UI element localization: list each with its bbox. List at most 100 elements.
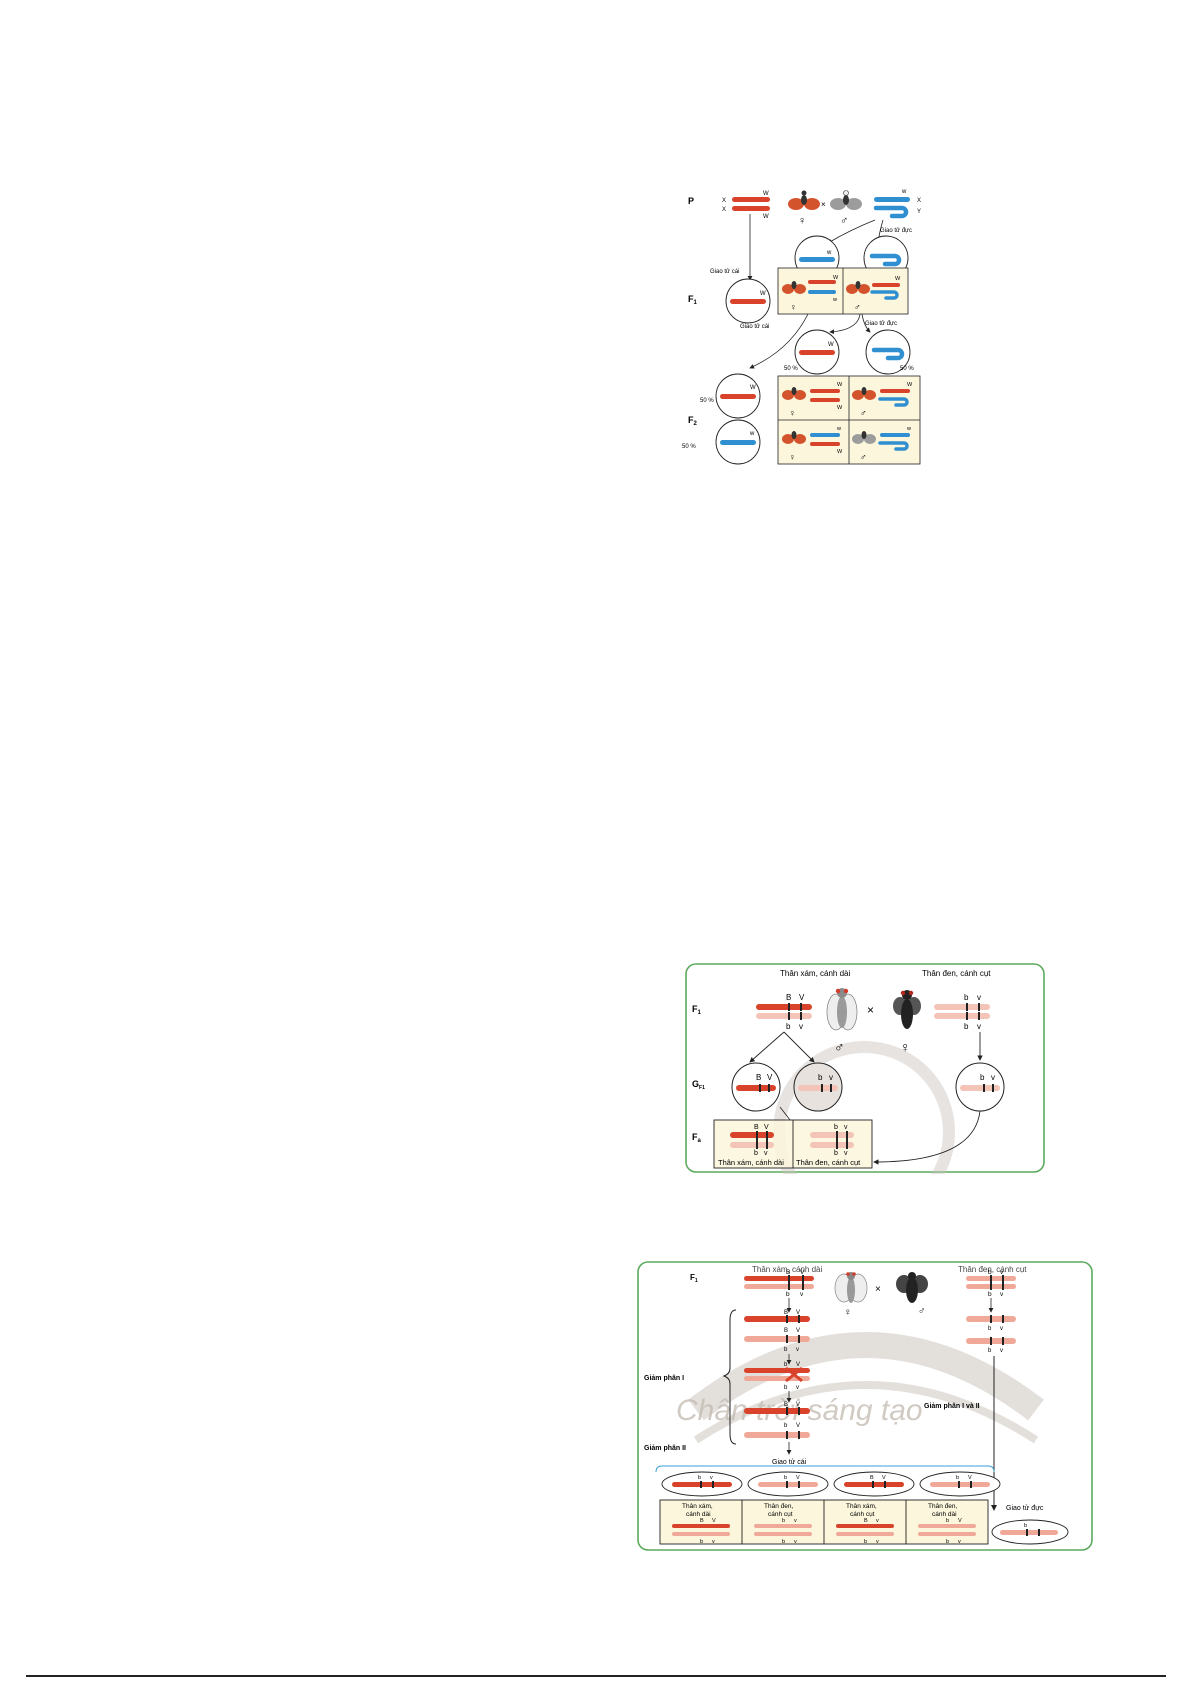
meiosis-bracket <box>722 1309 737 1445</box>
female-symbol: ♀ <box>798 215 806 227</box>
allele-label: v <box>991 1073 995 1082</box>
allele-label: W <box>763 191 769 197</box>
fly-black-short-wing-icon <box>896 1272 928 1303</box>
allele-label: b <box>988 1348 992 1354</box>
fa-offspring-panel: B V b v Thân xám, cánh dài b v b v Thân … <box>713 1119 873 1169</box>
allele-label: v <box>764 1150 768 1157</box>
allele-label: B <box>786 993 791 1002</box>
female-symbol: ♀ <box>900 1039 911 1055</box>
meiosis-1-2-label: Giảm phân I và II <box>924 1403 980 1410</box>
percent-label: 50 % <box>900 366 914 372</box>
chromosome-x-red <box>732 197 770 202</box>
allele-label: B <box>864 1518 868 1524</box>
allele-label: b <box>964 1022 969 1031</box>
female-gametes-row: b v b V B V b V <box>661 1471 1001 1497</box>
allele-label: b <box>956 1475 959 1481</box>
female-symbol: ♀ <box>844 1307 852 1318</box>
allele-label: v <box>796 1385 799 1391</box>
allele-label: b <box>1024 1523 1027 1529</box>
phenotype-label: Thân xám, cánh dài <box>718 1158 784 1167</box>
allele-label: W <box>895 276 901 282</box>
allele-label: W <box>828 342 834 348</box>
phenotype-label: cánh cụt <box>850 1511 875 1518</box>
allele-label: v <box>799 1022 803 1031</box>
chromosome-pair-bv-bv <box>934 1003 990 1020</box>
allele-label: b <box>784 1423 788 1429</box>
allele-label: b <box>980 1073 985 1082</box>
f2-offspring-panel: ♀ W W ♂ W ♀ w W ♂ w <box>777 375 921 465</box>
parent-phenotype-right: Thân đen, cánh cụt <box>922 969 991 978</box>
allele-label: B <box>784 1310 788 1316</box>
allele-label: v <box>1000 1348 1003 1354</box>
allele-label: b <box>784 1347 788 1353</box>
chromosome-x-blue <box>874 197 910 202</box>
male-symbol: ♂ <box>860 452 867 462</box>
gamete-male-label: Giao tử đực <box>880 227 912 234</box>
gen-label-p: P <box>688 196 694 206</box>
allele-label: W <box>837 382 843 388</box>
allele-label: B <box>784 1328 788 1334</box>
allele-label: B <box>700 1518 704 1524</box>
allele-label: b <box>786 1022 791 1031</box>
gen-label-fa: Fa <box>692 1132 702 1144</box>
percent-label: 50 % <box>682 444 696 450</box>
allele-label: b <box>834 1124 838 1131</box>
allele-label: V <box>799 993 805 1002</box>
watermark-seal <box>688 1332 1044 1444</box>
allele-label: V <box>764 1124 769 1131</box>
allele-label: V <box>767 1073 773 1082</box>
allele-label: b <box>988 1269 992 1276</box>
allele-label: W <box>837 405 843 411</box>
allele-label: v <box>800 1291 804 1298</box>
allele-label: V <box>796 1328 800 1334</box>
gamete-male-label: Giao tử đực <box>865 320 897 327</box>
allele-label: b <box>946 1518 949 1524</box>
allele-label: v <box>958 1539 961 1545</box>
gamete-female-label: Giao tử cái <box>740 323 769 330</box>
male-symbol: ♂ <box>840 215 848 227</box>
allele-label: b <box>946 1539 949 1545</box>
allele-label: b <box>784 1475 787 1481</box>
allele-label: b <box>784 1362 788 1368</box>
allele-label: w <box>749 431 755 437</box>
male-symbol: ♂ <box>860 408 867 418</box>
chromosome-y-blue <box>871 347 905 361</box>
phenotype-label: cánh cụt <box>768 1511 793 1518</box>
allele-label: b <box>818 1073 823 1082</box>
f1-offspring-panel: ♀ W w ♂ W <box>777 267 909 315</box>
allele-label: b <box>784 1385 788 1391</box>
allele-label: b <box>754 1150 758 1157</box>
allele-label: W <box>837 449 843 455</box>
allele-label: w <box>901 189 907 195</box>
fly-black-short-wing-icon <box>893 990 921 1029</box>
figure-complete-linkage: Thân xám, cánh dài Thân đen, cánh cụt F1… <box>685 963 1045 1174</box>
allele-label: v <box>876 1539 879 1545</box>
gamete-male-label: Giao tử đực <box>1006 1504 1044 1512</box>
allele-label: W <box>907 382 913 388</box>
allele-label: B <box>756 1073 761 1082</box>
figure-crossing-over: Chân trời sáng tạo Thân xám, cánh dài Th… <box>637 1261 1093 1551</box>
allele-label: B <box>786 1269 790 1276</box>
allele-label: V <box>796 1402 800 1408</box>
gen-label-f1: F1 <box>688 294 698 306</box>
label-x-bottom: X <box>722 207 726 213</box>
allele-label: v <box>977 993 981 1002</box>
cross-symbol: × <box>875 1284 881 1295</box>
parent-phenotype-left: Thân xám, cánh dài <box>752 1265 822 1274</box>
allele-label: v <box>1000 1269 1004 1276</box>
allele-label: b <box>782 1539 785 1545</box>
allele-label: V <box>796 1423 800 1429</box>
footer-rule <box>26 1675 1166 1677</box>
cross-symbol: × <box>821 200 826 209</box>
allele-label: V <box>796 1362 800 1368</box>
chromosome-x-red <box>720 394 756 399</box>
allele-label: b <box>786 1291 790 1298</box>
allele-label: b <box>782 1518 785 1524</box>
allele-label: B <box>870 1475 874 1481</box>
label-x: X <box>917 198 921 204</box>
allele-label: b <box>988 1326 992 1332</box>
allele-label: V <box>882 1475 886 1481</box>
allele-label: v <box>1000 1291 1004 1298</box>
allele-label: b <box>698 1475 701 1481</box>
parent-phenotype-right: Thân đen, cánh cụt <box>958 1265 1027 1274</box>
